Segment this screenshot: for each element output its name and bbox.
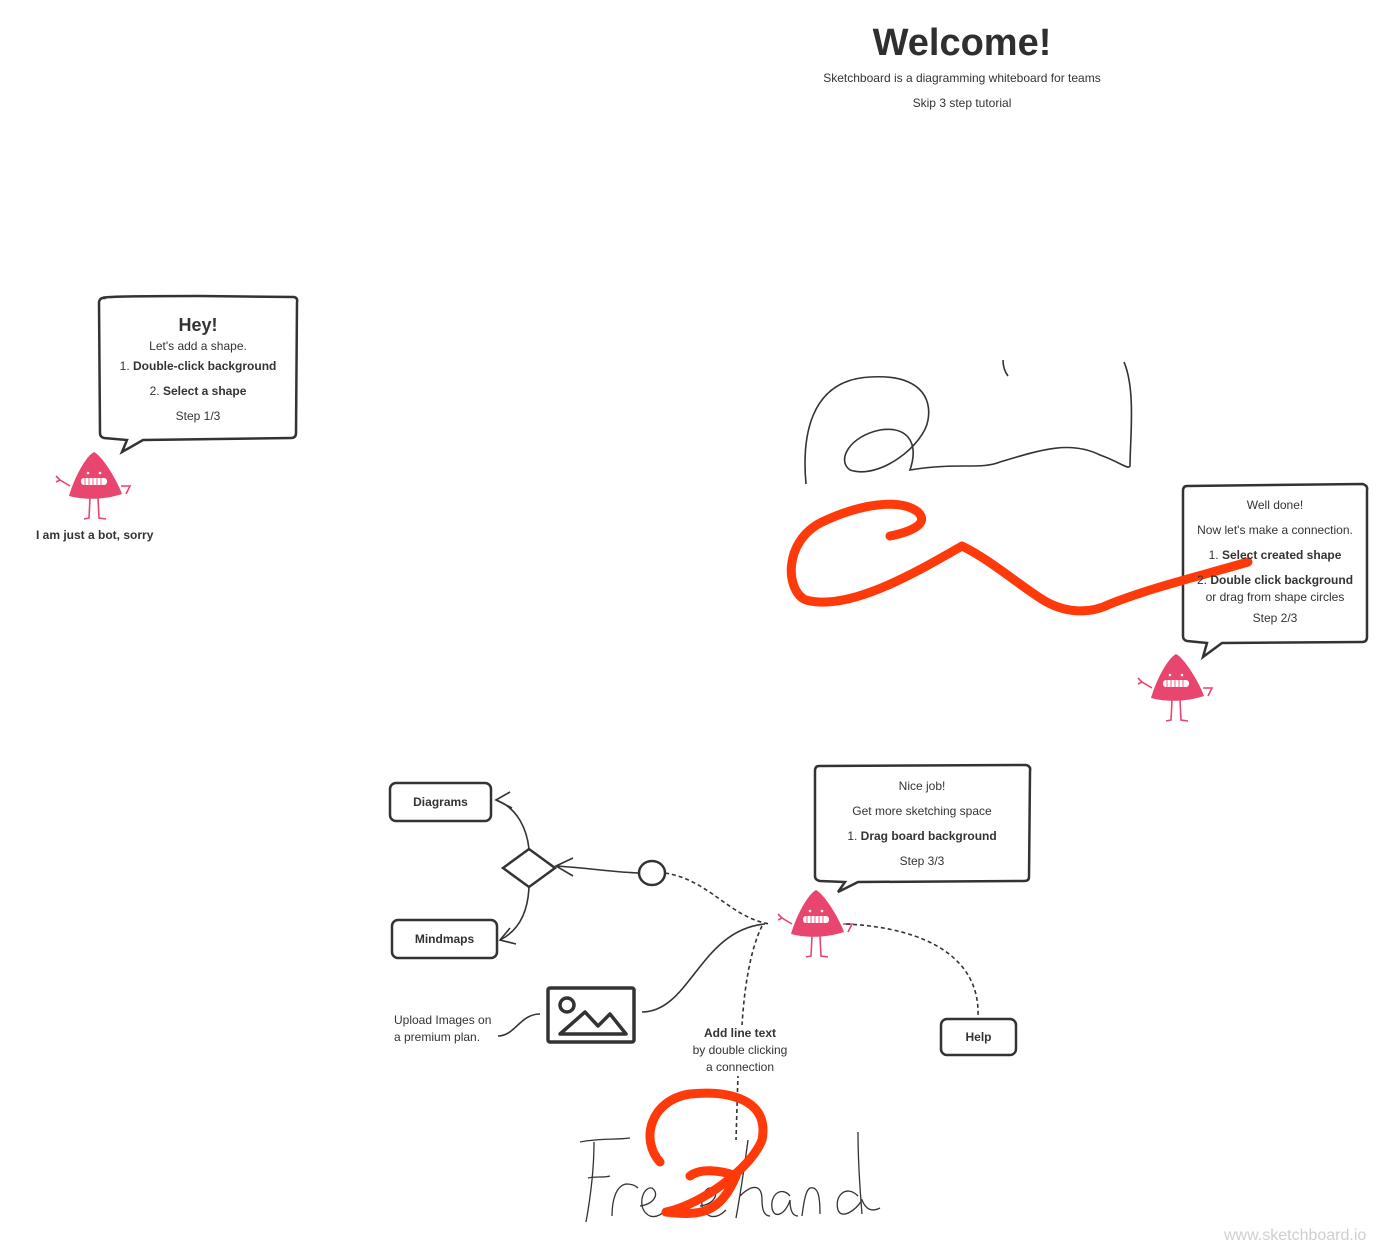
arrowhead <box>494 791 513 809</box>
bubble-2-step-1: 1. Select created shape <box>1208 548 1342 562</box>
diamond-shape[interactable] <box>500 847 558 889</box>
bot-mascot-icon <box>1137 654 1214 722</box>
mindmaps-node-label[interactable]: Mindmaps <box>414 932 475 946</box>
freehand-scribble-black-tick <box>1002 359 1009 377</box>
speech-bubble-1: Hey! Let's add a shape. 1. Double-click … <box>103 312 293 429</box>
bubble-1-intro: Let's add a shape. <box>149 339 247 353</box>
mindmaps-node-box[interactable] <box>390 918 499 960</box>
bubble-1-step-2: 2. Select a shape <box>149 384 247 398</box>
dashed-connector-bot-to-help[interactable] <box>845 923 979 1017</box>
bubble-2-line-2: Now let's make a connection. <box>1197 523 1353 537</box>
bubble-3-line-2: Get more sketching space <box>852 804 992 818</box>
connector-bot-to-image[interactable] <box>641 923 766 1013</box>
speech-bubble-3-outline <box>813 763 1032 894</box>
bubble-1-progress: Step 1/3 <box>175 409 221 423</box>
line-text-caption: Add line text by double clicking a conne… <box>680 1025 800 1076</box>
bubble-2-progress: Step 2/3 <box>1252 611 1298 625</box>
freehand-handwriting <box>579 1131 881 1223</box>
red-marker-stroke <box>645 1088 768 1218</box>
freehand-scribble-black <box>804 361 1133 485</box>
line-text-caption-line-1: Add line text <box>703 1026 776 1040</box>
bubble-3-step-1: 1. Drag board background <box>847 829 997 843</box>
connector-circle-to-diamond[interactable] <box>555 865 640 874</box>
bot-caption: I am just a bot, sorry <box>36 528 154 542</box>
speech-bubble-1-outline <box>97 294 299 455</box>
speech-bubble-2-outline <box>1181 482 1369 661</box>
red-marker-stroke <box>786 499 1253 616</box>
welcome-title: Welcome! <box>872 22 1052 64</box>
upload-caption-line-2: a premium plan. <box>394 1030 481 1044</box>
bubble-2-step-2: 2. Double click background <box>1196 573 1354 587</box>
bubble-2-line-1: Well done! <box>1246 498 1304 512</box>
bot-mascot-icon <box>55 452 132 520</box>
speech-bubble-3: Nice job! Get more sketching space 1. Dr… <box>819 774 1025 874</box>
connector-diamond-to-mindmaps[interactable] <box>499 886 530 941</box>
connector-image-to-caption[interactable] <box>497 1013 541 1037</box>
upload-images-caption: Upload Images on a premium plan. <box>394 1012 504 1046</box>
arrowhead <box>554 857 574 877</box>
help-node-box[interactable] <box>939 1017 1018 1057</box>
dashed-connector-bot-to-caption[interactable] <box>741 925 763 1027</box>
help-node-label[interactable]: Help <box>965 1030 992 1044</box>
line-text-caption-line-2: by double clicking <box>692 1043 788 1057</box>
dashed-connector-caption-down <box>735 1073 739 1141</box>
watermark: www.sketchboard.io <box>1224 1227 1367 1244</box>
connector-diamond-to-diagrams[interactable] <box>495 799 530 850</box>
bot-mascot-icon <box>777 890 854 958</box>
line-text-caption-line-3: a connection <box>705 1060 775 1074</box>
diagrams-node-box[interactable] <box>388 781 493 823</box>
bubble-1-heading: Hey! <box>178 315 218 335</box>
arrowhead <box>498 927 517 945</box>
dashed-connector-circle-to-bot[interactable] <box>664 872 771 925</box>
bubble-3-line-1: Nice job! <box>898 779 946 793</box>
bubble-1-step-1: 1. Double-click background <box>119 359 277 373</box>
skip-tutorial-link[interactable]: Skip 3 step tutorial <box>912 96 1012 110</box>
bubble-3-progress: Step 3/3 <box>899 854 945 868</box>
circle-shape[interactable] <box>637 859 667 887</box>
bubble-2-step-2-sub: or drag from shape circles <box>1205 590 1345 604</box>
image-icon[interactable] <box>546 986 636 1044</box>
upload-caption-line-1: Upload Images on <box>394 1013 492 1027</box>
welcome-subtitle: Sketchboard is a diagramming whiteboard … <box>823 71 1101 85</box>
diagrams-node-label[interactable]: Diagrams <box>413 795 468 809</box>
speech-bubble-2: Well done! Now let's make a connection. … <box>1187 493 1363 631</box>
